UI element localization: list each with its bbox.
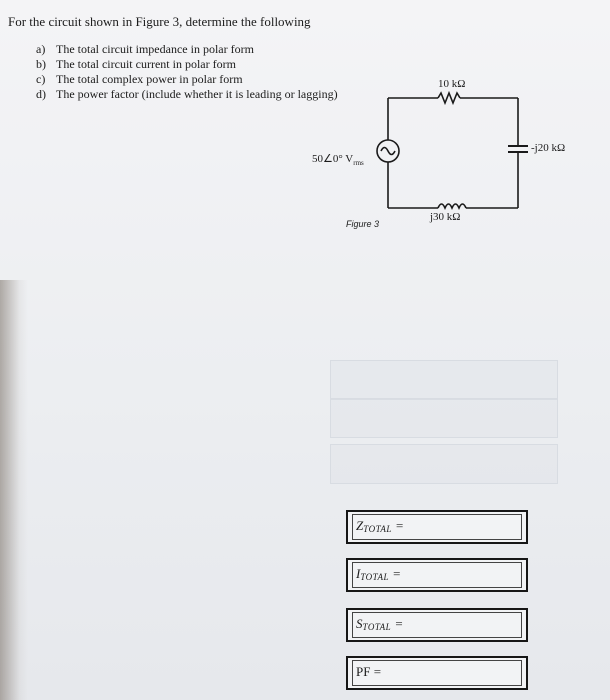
pf-answer-box[interactable]: PF = [346,656,528,690]
i-total-answer-box[interactable]: ITOTAL = [346,558,528,592]
inductor-label: j30 kΩ [430,211,461,223]
capacitor-label: -j20 kΩ [531,142,566,154]
source-label: 50∠0° Vrms [312,153,364,168]
problem-heading: For the circuit shown in Figure 3, deter… [8,14,311,29]
question-list: a)The total circuit impedance in polar f… [36,42,338,102]
faded-bleed-box [330,398,558,438]
z-total-answer-box[interactable]: ZTOTAL = [346,510,528,544]
inductor-symbol [437,203,467,210]
resistor-label: 10 kΩ [438,78,466,90]
faded-bleed-box [330,444,558,484]
question-item: b)The total circuit current in polar for… [36,57,236,71]
resistor-symbol [437,90,461,106]
question-item: c)The total complex power in polar form [36,72,243,86]
faded-bleed-box [330,360,558,400]
s-total-answer-box[interactable]: STOTAL = [346,608,528,642]
question-item: d)The power factor (include whether it i… [36,87,338,101]
ac-source-icon [376,139,400,163]
figure-caption: Figure 3 [346,219,380,229]
question-item: a)The total circuit impedance in polar f… [36,42,254,56]
finger-shadow [0,280,28,700]
